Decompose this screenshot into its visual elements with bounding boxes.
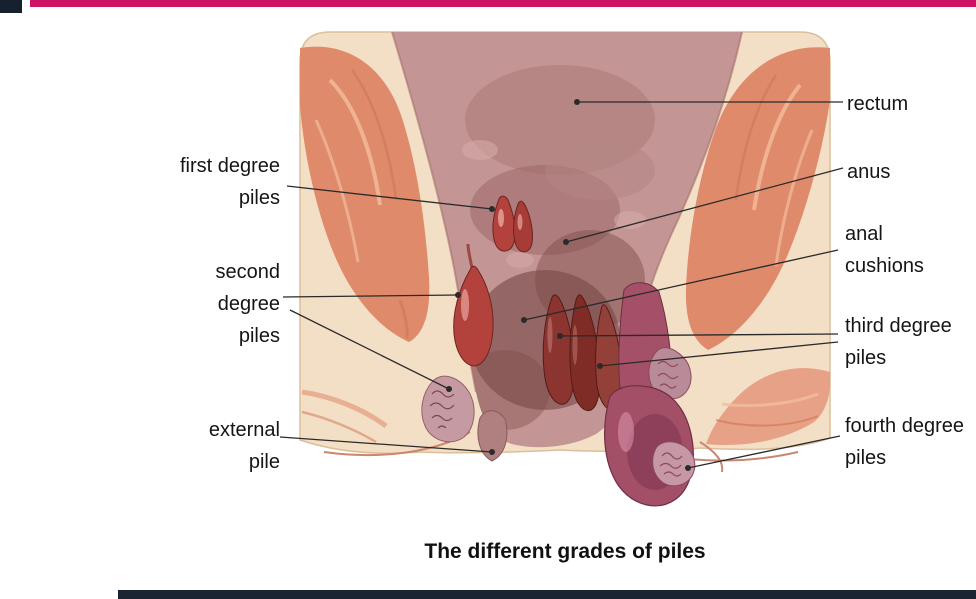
pointer-dot <box>446 386 452 392</box>
top-brand-bar <box>30 0 976 7</box>
leader-line-second-degree-b <box>289 309 450 390</box>
label-fourth-degree-piles: fourth degree piles <box>845 415 964 469</box>
label-first-degree-piles: first degree piles <box>179 155 280 209</box>
pointer-dot <box>489 449 495 455</box>
pointer-dot <box>455 292 461 298</box>
pointer-dot <box>574 99 580 105</box>
external-pile-shape <box>421 375 508 462</box>
pointer-dot <box>489 206 495 212</box>
leader-line-third-degree-a <box>559 333 839 337</box>
leader-lines <box>279 99 844 471</box>
pointer-dot <box>685 465 691 471</box>
third-degree-piles-shape <box>542 294 623 412</box>
label-second-degree-piles: second degree piles <box>215 261 281 347</box>
bottom-bar <box>118 590 976 599</box>
pointer-dot <box>563 239 569 245</box>
fourth-degree-pile-shape <box>604 282 696 507</box>
top-left-corner-block <box>0 0 22 13</box>
second-degree-pile-shape <box>453 243 494 367</box>
pointer-dot <box>597 363 603 369</box>
label-rectum: rectum <box>847 93 909 115</box>
leader-line-external-pile <box>279 436 493 453</box>
pointer-dot <box>557 333 563 339</box>
leader-line-third-degree-b <box>599 341 839 367</box>
leader-line-anus <box>565 167 844 243</box>
label-third-degree-piles: third degree piles <box>845 315 952 369</box>
label-external-pile: external pile <box>208 419 280 473</box>
diagram-caption: The different grades of piles <box>424 540 706 563</box>
leader-line-fourth-degree <box>687 435 841 469</box>
pointer-dot <box>521 317 527 323</box>
leader-line-second-degree-a <box>282 294 459 298</box>
label-anus: anus <box>847 161 891 183</box>
label-anal-cushions: anal cushions <box>845 223 924 277</box>
first-degree-piles-shape <box>492 195 533 253</box>
right-muscle <box>685 47 830 446</box>
leader-line-anal-cushions <box>523 249 839 321</box>
leader-line-first-degree <box>286 185 493 210</box>
